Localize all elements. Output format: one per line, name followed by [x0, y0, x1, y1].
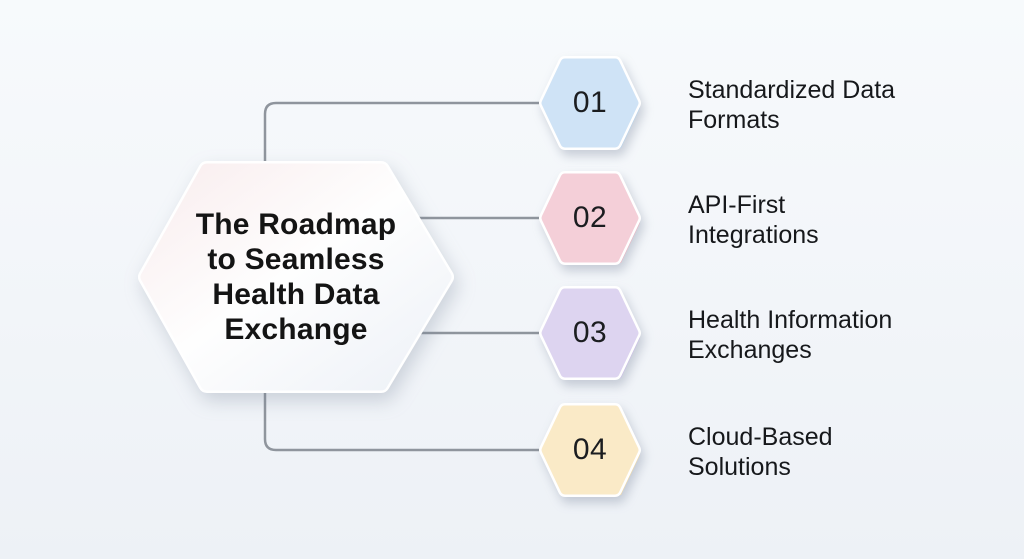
step-number-2: 02	[572, 201, 608, 234]
step-hexagon-2	[539, 171, 641, 265]
connector-line-4	[263, 385, 542, 452]
hexagon-face	[541, 405, 639, 495]
step-number-1: 01	[572, 86, 608, 119]
main-hexagon-face	[140, 163, 452, 391]
main-title: The Roadmap to Seamless Health Data Exch…	[195, 208, 397, 346]
step-hexagon-1	[539, 56, 641, 150]
step-label-4: Cloud-Based Solutions	[688, 423, 833, 481]
step-hexagon-3	[539, 286, 641, 380]
hexagon-face	[541, 288, 639, 378]
step-label-1: Standardized Data Formats	[688, 76, 896, 134]
step-hexagon-4	[539, 403, 641, 497]
connector-lines	[263, 101, 542, 452]
step-number-3: 03	[572, 316, 608, 349]
hexagon-face	[541, 173, 639, 263]
hexagon-face	[541, 58, 639, 148]
step-number-4: 04	[572, 433, 608, 466]
step-label-3: Health Information Exchanges	[688, 306, 893, 364]
connector-line-1	[263, 101, 542, 170]
main-hexagon	[138, 161, 454, 393]
step-label-2: API-First Integrations	[688, 191, 819, 249]
